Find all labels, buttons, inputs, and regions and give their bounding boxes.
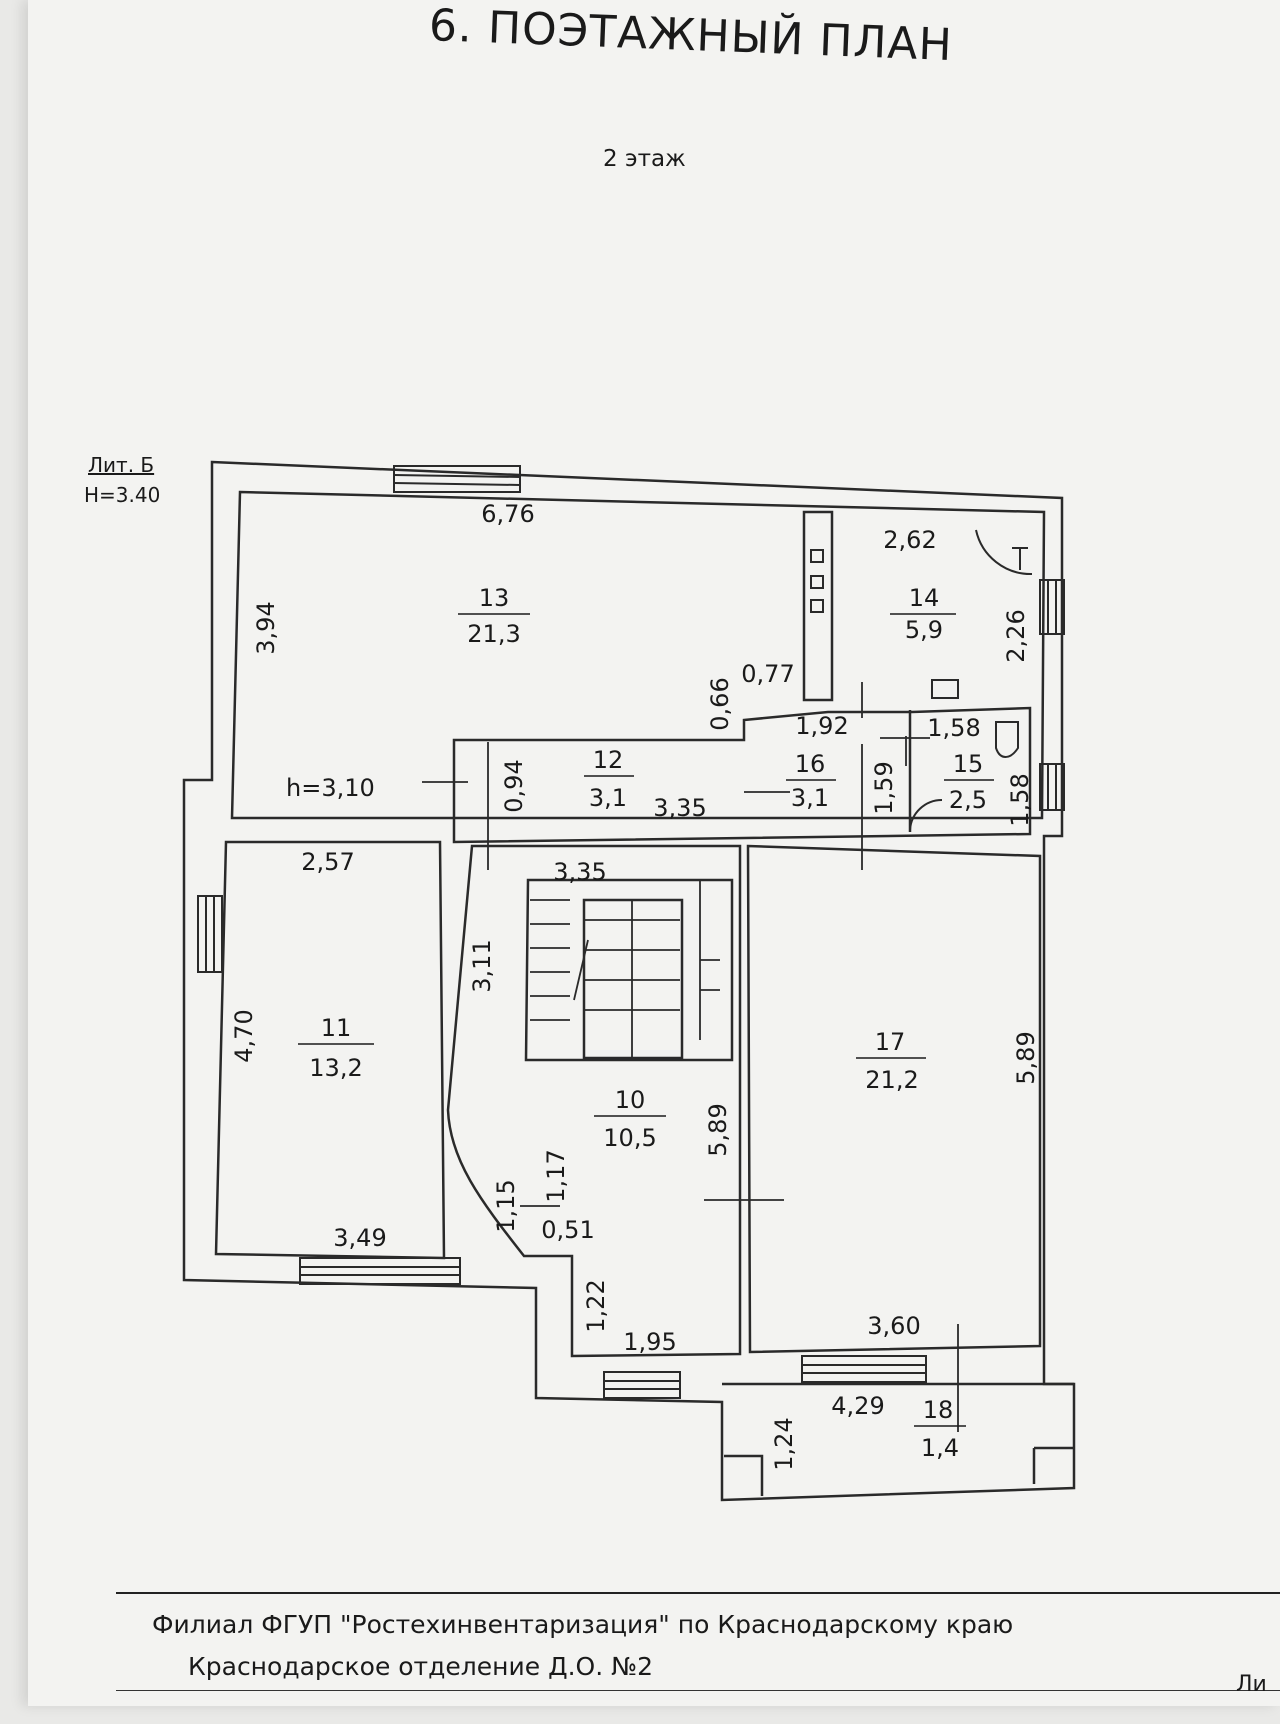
dim-676: 6,76 bbox=[481, 500, 534, 528]
room-17-number: 17 bbox=[875, 1028, 906, 1056]
dim-349: 3,49 bbox=[333, 1224, 386, 1252]
room-10-number: 10 bbox=[615, 1086, 646, 1114]
room-14-area: 5,9 bbox=[905, 616, 943, 644]
dimension-labels: 6,76 3,94 2,62 2,26 0,77 0,66 1,92 1,58 … bbox=[230, 500, 1040, 1471]
room-13-number: 13 bbox=[479, 584, 510, 612]
room-14-number: 14 bbox=[909, 584, 940, 612]
dim-257: 2,57 bbox=[301, 848, 354, 876]
dim-094: 0,94 bbox=[500, 759, 528, 812]
height-note: h=3,10 bbox=[286, 774, 375, 802]
room-18-number: 18 bbox=[923, 1396, 954, 1424]
footer-table bbox=[116, 1592, 1280, 1724]
dim-066: 0,66 bbox=[706, 677, 734, 730]
dim-158b: 1,58 bbox=[1006, 773, 1034, 826]
dim-192: 1,92 bbox=[795, 712, 848, 740]
dim-394: 3,94 bbox=[252, 601, 280, 654]
dim-124: 1,24 bbox=[770, 1417, 798, 1470]
dim-226: 2,26 bbox=[1002, 609, 1030, 662]
room-10-area: 10,5 bbox=[603, 1124, 656, 1152]
room-17-area: 21,2 bbox=[865, 1066, 918, 1094]
dim-117: 1,17 bbox=[542, 1149, 570, 1202]
footer-department: Краснодарское отделение Д.О. №2 bbox=[188, 1652, 654, 1681]
windows bbox=[197, 465, 1065, 1399]
stair-marks bbox=[530, 880, 720, 1058]
dim-262: 2,62 bbox=[883, 526, 936, 554]
lit-height: Н=3.40 bbox=[84, 483, 161, 507]
room-12-area: 3,1 bbox=[589, 784, 627, 812]
dim-335a: 3,35 bbox=[653, 794, 706, 822]
dim-051: 0,51 bbox=[541, 1216, 594, 1244]
room-18-area: 1,4 bbox=[921, 1434, 959, 1462]
dim-122: 1,22 bbox=[582, 1279, 610, 1332]
room-16-number: 16 bbox=[795, 750, 826, 778]
dim-311: 3,11 bbox=[468, 939, 496, 992]
dim-589b: 5,89 bbox=[1012, 1031, 1040, 1084]
room-15-area: 2,5 bbox=[949, 786, 987, 814]
dimension-ticks bbox=[422, 682, 959, 1432]
dim-159: 1,59 bbox=[870, 761, 898, 814]
dim-589a: 5,89 bbox=[704, 1103, 732, 1156]
dim-360: 3,60 bbox=[867, 1312, 920, 1340]
dim-077: 0,77 bbox=[741, 660, 794, 688]
document-sheet bbox=[28, 0, 1280, 1706]
vent-and-fixtures bbox=[810, 529, 1033, 831]
dim-335b: 3,35 bbox=[553, 858, 606, 886]
dim-158a: 1,58 bbox=[927, 714, 980, 742]
dim-429: 4,29 bbox=[831, 1392, 884, 1420]
room-15-number: 15 bbox=[953, 750, 984, 778]
room-numbers: 13 21,3 14 5,9 12 3,1 16 3,1 15 2,5 11 1… bbox=[298, 584, 994, 1462]
dim-470: 4,70 bbox=[230, 1009, 258, 1062]
footer-organization: Филиал ФГУП "Ростехинвентаризация" по Кр… bbox=[152, 1610, 1014, 1639]
floor-subtitle: 2 этаж bbox=[603, 146, 686, 172]
footer-sheet-label: Ли bbox=[1236, 1672, 1267, 1697]
dim-115: 1,15 bbox=[492, 1179, 520, 1232]
footer-divider bbox=[116, 1690, 1280, 1691]
room-12-number: 12 bbox=[593, 746, 624, 774]
room-16-area: 3,1 bbox=[791, 784, 829, 812]
room-11-number: 11 bbox=[321, 1014, 352, 1042]
wall-lines bbox=[182, 460, 1076, 1502]
room-11-area: 13,2 bbox=[309, 1054, 362, 1082]
lit-label: Лит. Б bbox=[88, 453, 155, 477]
room-13-area: 21,3 bbox=[467, 620, 520, 648]
dim-195: 1,95 bbox=[623, 1328, 676, 1356]
